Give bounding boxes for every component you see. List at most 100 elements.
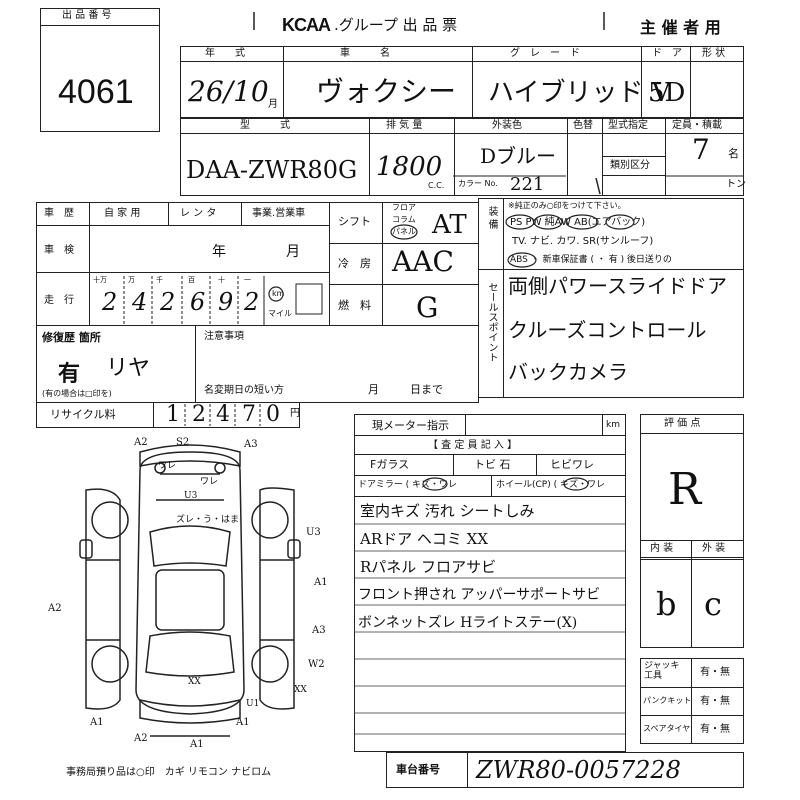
row2-col1 bbox=[369, 133, 455, 196]
lot-label-cell bbox=[40, 8, 160, 26]
door-label: ド ア bbox=[652, 48, 682, 59]
unit-1: 一 bbox=[244, 276, 251, 284]
capacity-label: 定員・積載 bbox=[672, 120, 722, 131]
glass-hibi: ヒビワレ bbox=[550, 458, 594, 471]
class-label: 類別区分 bbox=[610, 160, 650, 171]
spare-yes-no: 有・無 bbox=[700, 724, 730, 735]
shape-label: 形 状 bbox=[702, 48, 726, 59]
sheet-title: .グループ 出 品 票 bbox=[334, 16, 458, 34]
puncture-yes-no: 有・無 bbox=[700, 696, 730, 707]
lot-label: 出 品 番 号 bbox=[62, 10, 112, 21]
sales-point-2: クルーズコントロール bbox=[508, 318, 707, 342]
km-label: km bbox=[272, 289, 285, 298]
diag-mark-u1: U1 bbox=[246, 699, 260, 709]
repair-label: 修復歴 箇所 bbox=[42, 331, 101, 344]
diag-mark-a1-right: A1 bbox=[314, 577, 328, 588]
shift-floor: フロア bbox=[392, 203, 416, 212]
history-private: 自 家 用 bbox=[104, 208, 141, 219]
repair-part: リヤ bbox=[106, 356, 151, 381]
shift-column: コラム bbox=[392, 215, 416, 224]
capacity-header bbox=[665, 118, 744, 134]
diag-mark-ware1: ワレ bbox=[158, 461, 177, 471]
mileage-digit-5: 9 bbox=[218, 288, 234, 316]
check-label-col bbox=[640, 658, 692, 744]
recycle-label: リサイクル料 bbox=[50, 408, 116, 421]
history-rental: レ ン タ bbox=[180, 208, 217, 219]
lot-number: 4061 bbox=[58, 73, 134, 111]
recycle-label-cell bbox=[36, 402, 154, 428]
grade-value: ハイブリッド V bbox=[488, 78, 671, 108]
year-label: 年 式 bbox=[205, 48, 245, 59]
interior-value: b bbox=[656, 585, 677, 623]
chassis-label-cell bbox=[386, 752, 468, 788]
name-change-day: 日まで bbox=[410, 383, 443, 396]
office-note: 事務局預り品は○印 カギ リモコン ナビロム bbox=[66, 767, 272, 778]
fuel-label: 燃 料 bbox=[338, 299, 371, 312]
capacity-unit: 名 bbox=[728, 147, 739, 160]
diag-mark-s2: S2 bbox=[176, 437, 190, 448]
equipment-label: 装 備 bbox=[486, 206, 497, 230]
mileage-digit-1: 2 bbox=[102, 288, 118, 316]
history-business: 事業.営業車 bbox=[252, 208, 306, 219]
ac-label: 冷 房 bbox=[338, 257, 371, 270]
mileage-label: 走 行 bbox=[44, 295, 74, 306]
mileage-digit-4: 6 bbox=[190, 288, 206, 316]
meter-unit-cell bbox=[602, 414, 626, 436]
row1-dividers2 bbox=[641, 61, 691, 118]
wheel-rear-right bbox=[251, 645, 289, 683]
recycle-digit-4: 7 bbox=[242, 402, 256, 427]
grade-label: 評 価 点 bbox=[664, 418, 701, 429]
left-side-outline bbox=[85, 488, 121, 710]
shape-header-cell bbox=[690, 46, 744, 62]
year-suffix: 月 bbox=[268, 99, 278, 110]
sales-point-label: セールスポイント bbox=[486, 282, 497, 362]
unit-100k: 十万 bbox=[93, 276, 107, 284]
diag-mark-a3-top: A3 bbox=[244, 439, 258, 450]
unit-10k: 万 bbox=[128, 276, 135, 284]
diag-mark-xx-right: XX bbox=[294, 685, 307, 695]
exterior-value: c bbox=[704, 585, 722, 623]
mirror-cell bbox=[354, 475, 492, 497]
recycle-digit-5: 0 bbox=[266, 402, 280, 427]
chassis-label: 車台番号 bbox=[396, 763, 440, 776]
notes-label: 注意事項 bbox=[204, 331, 244, 342]
capacity-value: 7 bbox=[692, 133, 710, 166]
inspector-label: 【 査 定 員 記 入 】 bbox=[428, 440, 518, 451]
name-value: ヴォクシー bbox=[316, 75, 457, 108]
equip-row1: PS PW 純AW AB(エアバック) bbox=[510, 217, 646, 228]
ton-unit: トン bbox=[726, 179, 746, 190]
meter-label: 現メーター指示 bbox=[372, 419, 449, 432]
equip-row3: ABS ・ 新車保証書 ( ・ 有 ) 後日送りの bbox=[510, 255, 672, 265]
comment-1: 室内キズ 汚れ シートしみ bbox=[360, 502, 535, 520]
diag-mark-u3-right: U3 bbox=[306, 527, 321, 538]
grade-label: グ レ ー ド bbox=[510, 48, 580, 59]
equipment-top bbox=[478, 198, 744, 270]
exterior-label: 外 装 bbox=[702, 543, 726, 554]
host-label: 主 催 者 用 bbox=[640, 18, 721, 37]
meter-unit: km bbox=[606, 420, 620, 430]
grade-header bbox=[640, 414, 744, 434]
comment-3: Rパネル フロアサビ bbox=[360, 558, 497, 576]
mileage-digit-3: 2 bbox=[160, 288, 176, 316]
color-no-label: カラー No. bbox=[458, 179, 498, 188]
typespec-label: 型式指定 bbox=[608, 120, 648, 131]
door-value: 5D bbox=[648, 78, 686, 108]
spare-label: スペアタイヤ bbox=[643, 724, 691, 733]
color-no-value: 221 bbox=[510, 174, 545, 195]
grade-value: R bbox=[668, 464, 702, 515]
mile-label: マイル bbox=[268, 309, 292, 318]
glass-tobi: トビ 石 bbox=[474, 458, 511, 471]
diag-mark-a1-br: A1 bbox=[236, 717, 250, 728]
wheel-front-right bbox=[251, 501, 289, 539]
meter-label-cell bbox=[354, 414, 466, 436]
sales-point-1: 両側パワースライドドア bbox=[508, 274, 727, 298]
windshield-outline bbox=[149, 525, 231, 567]
rear-window-outline bbox=[145, 631, 235, 677]
equip-note: ※純正のみ○印をつけて下さい。 bbox=[508, 201, 626, 210]
interior-label: 内 装 bbox=[650, 543, 674, 554]
recycle-digit-2: 2 bbox=[192, 402, 206, 427]
